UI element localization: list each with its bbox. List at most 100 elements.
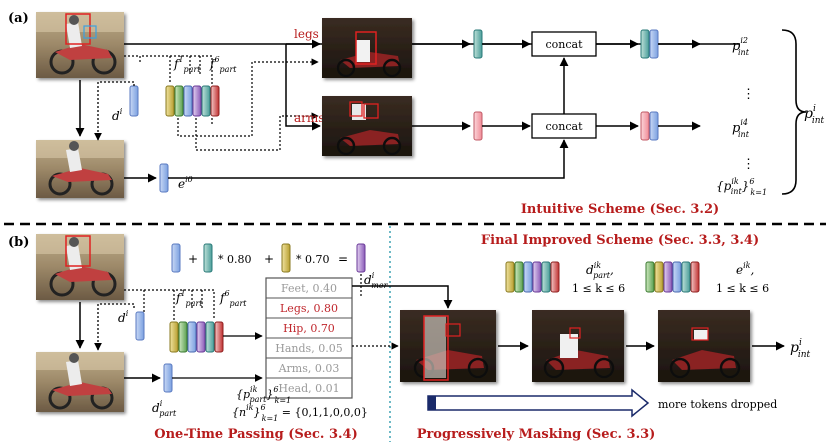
score-row-cell (265, 377, 353, 399)
arrow-table-to-mask (352, 285, 453, 309)
dotted-img-to-d-b (94, 303, 135, 351)
p-a-bot: p (732, 121, 741, 136)
p-part-sub: part (249, 395, 267, 404)
tokens-dropped-label: more tokens dropped (658, 398, 777, 411)
f-b-sub6: part (230, 299, 248, 308)
dotted-b-img-to-f (124, 289, 215, 320)
d-part-sup: i (160, 399, 163, 408)
concat-box-top (531, 31, 597, 57)
f-part-tokens-b (169, 321, 224, 353)
d-a-sup: i (120, 107, 123, 116)
svg-text:f1part: f1part (173, 55, 201, 74)
f-part-tokens-a (165, 85, 220, 117)
out-token-top-1 (640, 29, 650, 59)
f-a-label: f (173, 57, 181, 71)
f-b-label6: f (219, 291, 227, 305)
score-row-label: Head, 0.01 (278, 382, 339, 395)
d-b-label: d (118, 311, 126, 325)
image-legs (322, 18, 412, 78)
final-scheme-title: Final Improved Scheme (Sec. 3.3, 3.4) (481, 233, 759, 248)
curly-brace (781, 29, 807, 195)
n-subk: k=1 (262, 414, 279, 423)
n-set: {n (232, 406, 246, 419)
legend-d: d (586, 263, 594, 277)
n-values: = {0,1,1,0,0,0} (278, 406, 368, 419)
svg-text:{nik}6k=1 = {0,1,1,0,0,0}: {nik}6k=1 = {0,1,1,0,0,0} (232, 403, 368, 423)
out-token-top-2 (649, 29, 659, 59)
merge-formula (171, 243, 366, 273)
p-int-b: p (790, 340, 799, 356)
legs-label: legs (294, 27, 319, 41)
panel-a-label: (a) (8, 11, 29, 26)
d-token-b (135, 311, 145, 341)
p-a-bot-sup: i4 (740, 118, 748, 127)
image-a-top (36, 12, 124, 78)
dotted-a-img-to-f (139, 55, 213, 84)
f-b-label: f (175, 291, 183, 305)
p-a-top: p (732, 39, 741, 54)
legend-d-sub: part (593, 271, 611, 280)
p-int-a-sup: i (813, 104, 816, 114)
legend-range-1: 1 ≤ k ≤ 6 (572, 282, 625, 295)
arms-label: arms (294, 111, 324, 125)
legend-range-2: 1 ≤ k ≤ 6 (716, 282, 769, 295)
p-set-sup: ik (731, 177, 739, 186)
svg-text:ei0: ei0 (178, 175, 193, 191)
legend-e-tokens (645, 261, 700, 293)
formula-eq: = (338, 252, 348, 266)
p-set-subk: k=1 (750, 188, 767, 197)
concat-bottom-label: concat (545, 120, 583, 133)
image-a-bottom (36, 140, 124, 198)
f-a-label6: f (209, 57, 217, 71)
score-row-label: Arms, 0.03 (278, 362, 340, 375)
p-set-sup6: 6 (749, 177, 754, 186)
score-row-label: Legs, 0.80 (280, 302, 338, 315)
svg-text:f6part: f6part (209, 55, 237, 74)
p-part-subk: k=1 (274, 396, 291, 405)
score-row-label: Hands, 0.05 (275, 342, 342, 355)
svg-text:di: di (118, 309, 129, 325)
d-mer: d (364, 273, 372, 287)
d-mer-sup: i (372, 271, 375, 280)
d-b-sup: i (126, 309, 129, 318)
d-a-label: d (112, 109, 120, 123)
svg-text:di: di (112, 107, 123, 123)
f-b-sup6: 6 (224, 289, 229, 298)
out-token-bot-1 (640, 111, 650, 141)
dots-a-2: ⋮ (742, 157, 755, 172)
f-a-sub: part (184, 65, 202, 74)
legend-e: e (736, 263, 743, 277)
intuitive-scheme-title: Intuitive Scheme (Sec. 3.2) (521, 202, 719, 217)
p-part-set: {p (236, 388, 250, 401)
p-int-b-sup: i (799, 338, 802, 348)
teal-token-a (473, 29, 483, 59)
tokens-dropped-arrow (427, 388, 650, 418)
pink-token-a (473, 111, 483, 141)
image-b-bottom (36, 352, 124, 412)
n-sup: ik (246, 403, 254, 412)
p-part-sup6: 6 (273, 385, 278, 394)
p-part-sup: ik (250, 385, 258, 394)
dotted-a-f-to-bottom (177, 58, 319, 137)
panel-b-label: (b) (8, 235, 29, 250)
p-part-tail: } (266, 388, 273, 401)
legend-comma-2: , (751, 263, 755, 277)
svg-text:eik,: eik, (736, 261, 754, 277)
dots-a-1: ⋮ (742, 87, 755, 102)
formula-w1: * 0.80 (218, 253, 252, 266)
p-a-top-sub: int (738, 48, 750, 57)
d-part-token (163, 363, 173, 393)
f-a-sub6: part (220, 65, 238, 74)
p-set-tail: } (742, 179, 750, 193)
e-a-label: e (178, 177, 185, 191)
f-b-sub: part (186, 299, 204, 308)
